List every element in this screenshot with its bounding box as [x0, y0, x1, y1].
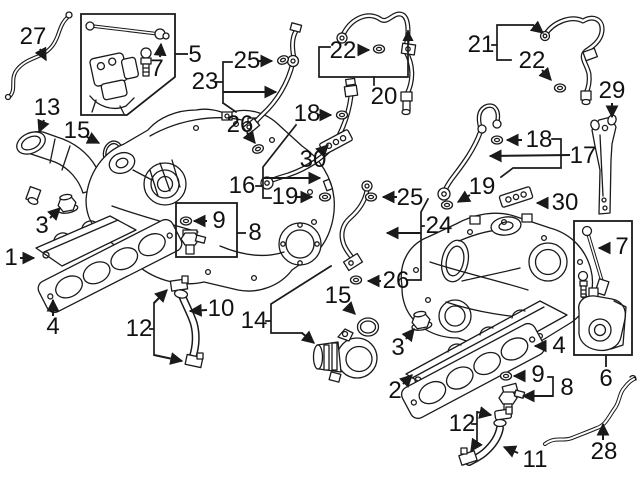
part-vent-hose-28 — [543, 374, 637, 446]
bracket-12-left — [149, 302, 155, 356]
callout-label-26: 26 — [382, 267, 410, 294]
callout-label-30: 30 — [299, 146, 327, 173]
part-coolant-pipe-21 — [539, 15, 605, 106]
bracket-23 — [215, 61, 238, 114]
callout-label-12: 12 — [125, 315, 153, 342]
callout-label-25: 25 — [233, 47, 261, 74]
bracket-24 — [407, 197, 430, 281]
callout-label-13: 13 — [33, 94, 61, 121]
group-box-8-left — [175, 202, 238, 258]
callout-label-30: 30 — [551, 189, 579, 216]
group-box-5 — [80, 13, 176, 116]
callout-label-5: 5 — [188, 41, 202, 68]
part-flange-nut-3-left — [57, 193, 79, 214]
callout-label-20: 20 — [370, 83, 398, 110]
callout-label-25: 25 — [396, 184, 424, 211]
callout-label-8: 8 — [560, 374, 574, 401]
callout-label-19: 19 — [468, 173, 496, 200]
part-exhaust-manifold-1 — [35, 215, 137, 267]
part-oil-pipe-17 — [437, 103, 534, 210]
callout-label-4: 4 — [552, 332, 566, 359]
callout-label-15: 15 — [324, 282, 352, 309]
callout-label-26: 26 — [226, 111, 254, 138]
callout-label-23: 23 — [191, 68, 219, 95]
part-vent-hose-10 — [169, 275, 204, 369]
part-intake-elbow-13 — [16, 130, 103, 205]
part-oil-pipe-23 — [242, 22, 303, 154]
callout-label-19: 19 — [271, 183, 299, 210]
callout-label-3: 3 — [391, 334, 405, 361]
callout-label-11: 11 — [522, 446, 548, 473]
part-solenoid-valve-5 — [85, 21, 170, 115]
callout-brackets — [149, 24, 562, 443]
part-oil-pipe-24 — [339, 180, 378, 285]
callout-label-22: 22 — [329, 37, 357, 64]
part-manifold-gasket-4-right — [400, 322, 546, 420]
part-vent-valve-8-left — [179, 216, 207, 255]
callout-label-14: 14 — [240, 307, 268, 334]
part-flange-nut-3-right — [411, 310, 433, 331]
bracket-17 — [499, 138, 562, 179]
callout-label-27: 27 — [19, 23, 47, 50]
part-manifold-gasket-4-left — [37, 218, 183, 314]
callout-label-6: 6 — [599, 365, 613, 392]
callout-label-17: 17 — [569, 142, 597, 169]
leader-arrows — [20, 20, 619, 458]
bracket-16 — [255, 123, 298, 199]
callout-label-9: 9 — [531, 361, 545, 388]
part-water-neck-14 — [312, 317, 380, 383]
part-coolant-pipe-20 — [336, 11, 417, 116]
callout-label-18: 18 — [525, 126, 553, 153]
bracket-12-right — [471, 411, 478, 443]
bracket-14 — [265, 264, 333, 334]
callout-label-29: 29 — [598, 77, 626, 104]
callout-label-4: 4 — [46, 313, 60, 340]
callout-label-8: 8 — [248, 219, 262, 246]
callout-label-24: 24 — [425, 212, 453, 239]
bracket-21 — [491, 24, 534, 61]
callout-label-16: 16 — [228, 172, 256, 199]
callout-label-15: 15 — [63, 117, 91, 144]
part-vent-hose-11 — [458, 406, 513, 466]
callout-label-7: 7 — [150, 55, 164, 82]
callout-label-2: 2 — [388, 377, 402, 404]
callout-label-18: 18 — [293, 100, 321, 127]
bracket-8-right — [547, 376, 554, 397]
group-box-6 — [573, 220, 633, 356]
callout-label-3: 3 — [35, 212, 49, 239]
callout-label-7: 7 — [615, 233, 629, 260]
callout-label-21: 21 — [467, 31, 495, 58]
callout-label-10: 10 — [207, 295, 235, 322]
callout-label-9: 9 — [212, 207, 226, 234]
callout-boxes — [80, 13, 633, 367]
callout-label-28: 28 — [590, 438, 618, 465]
parts-artwork — [4, 11, 637, 466]
bracket-20 — [318, 29, 414, 78]
callout-label-12: 12 — [448, 410, 476, 437]
callout-label-1: 1 — [4, 244, 18, 271]
callout-label-22: 22 — [518, 47, 546, 74]
part-actuator-6 — [577, 225, 627, 352]
